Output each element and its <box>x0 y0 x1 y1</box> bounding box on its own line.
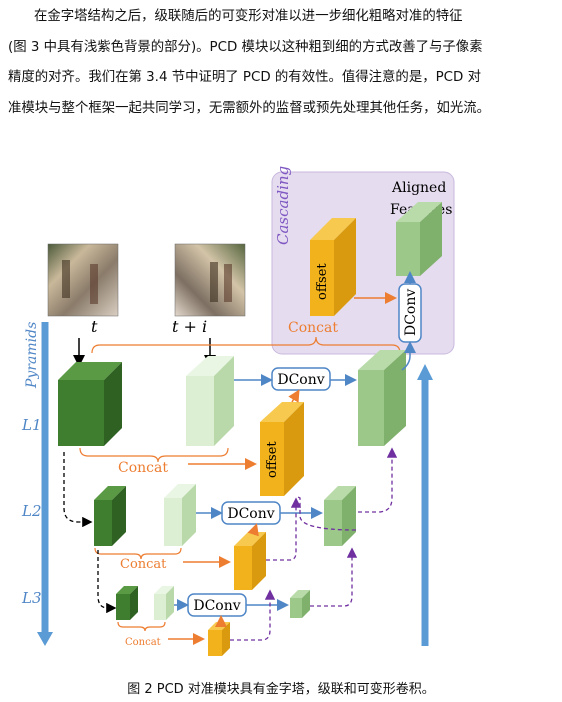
level-label-l1: L1 <box>21 416 42 434</box>
input-frame-t <box>47 243 119 317</box>
paragraph-line: 在金字塔结构之后，级联随后的可变形对准以进一步细化粗略对准的特征 <box>34 9 463 24</box>
frame-label-t: t <box>91 317 98 336</box>
l3-neighbor-feature <box>154 586 174 620</box>
level-label-l3: L3 <box>21 589 42 607</box>
l3-aligned-feature <box>290 590 310 618</box>
dconv-label-l2: DConv <box>227 506 274 522</box>
dconv-label-l3: DConv <box>193 598 240 614</box>
dconv-label-l1: DConv <box>277 372 324 388</box>
dconv-box-cascade: DConv <box>398 283 422 343</box>
l3-reference-feature <box>116 586 138 620</box>
cascade-offset-block: offset <box>310 218 356 316</box>
l1-reference-feature <box>58 362 122 446</box>
paragraph-line: (图 3 中具有浅紫色背景的部分)。PCD 模块以这种粗到细的方式改善了与子像素 <box>8 39 483 55</box>
dconv-box-l2: DConv <box>221 501 281 525</box>
body-paragraph: 在金字塔结构之后，级联随后的可变形对准以进一步细化粗略对准的特征 (图 3 中具… <box>8 2 556 124</box>
offset-label-cascade: offset <box>315 263 330 300</box>
dconv-box-l1: DConv <box>271 367 331 391</box>
dconv-box-l3: DConv <box>187 593 247 617</box>
figure-caption: 图 2 PCD 对准模块具有金字塔，级联和可变形卷积。 <box>127 682 435 697</box>
l2-neighbor-feature <box>164 484 196 546</box>
concat-label-l3: Concat <box>125 637 161 648</box>
concat-label-l1: Concat <box>118 460 168 476</box>
concat-label-l2: Concat <box>120 557 167 572</box>
l3-offset-block <box>208 622 230 656</box>
paragraph-line: 精度的对齐。我们在第 3.4 节中证明了 PCD 的有效性。值得注意的是，PCD… <box>8 70 481 85</box>
l1-neighbor-feature <box>186 356 234 446</box>
l1-offset-block: offset <box>260 402 304 496</box>
dconv-label-cascade: DConv <box>403 289 419 336</box>
cascading-label: Cascading <box>274 166 292 245</box>
pyramids-label: Pyramids <box>24 322 40 389</box>
concat-label-cascade: Concat <box>288 320 338 336</box>
level-label-l2: L2 <box>21 502 42 520</box>
aligned-features-block <box>396 202 442 276</box>
l2-offset-block <box>234 532 266 590</box>
paragraph-line: 准模块与整个框架一起共同学习，无需额外的监督或预先处理其他任务，如光流。 <box>8 100 491 116</box>
offset-label-l1: offset <box>265 441 280 478</box>
l2-aligned-feature <box>324 486 356 546</box>
l1-aligned-feature <box>358 350 406 446</box>
pcd-figure: Cascading Aligned Features t t + i Pyram… <box>21 166 455 656</box>
aligned-features-label-1: Aligned <box>391 180 446 196</box>
frame-label-t-plus-i: t + i <box>172 317 207 336</box>
l2-reference-feature <box>94 486 126 546</box>
